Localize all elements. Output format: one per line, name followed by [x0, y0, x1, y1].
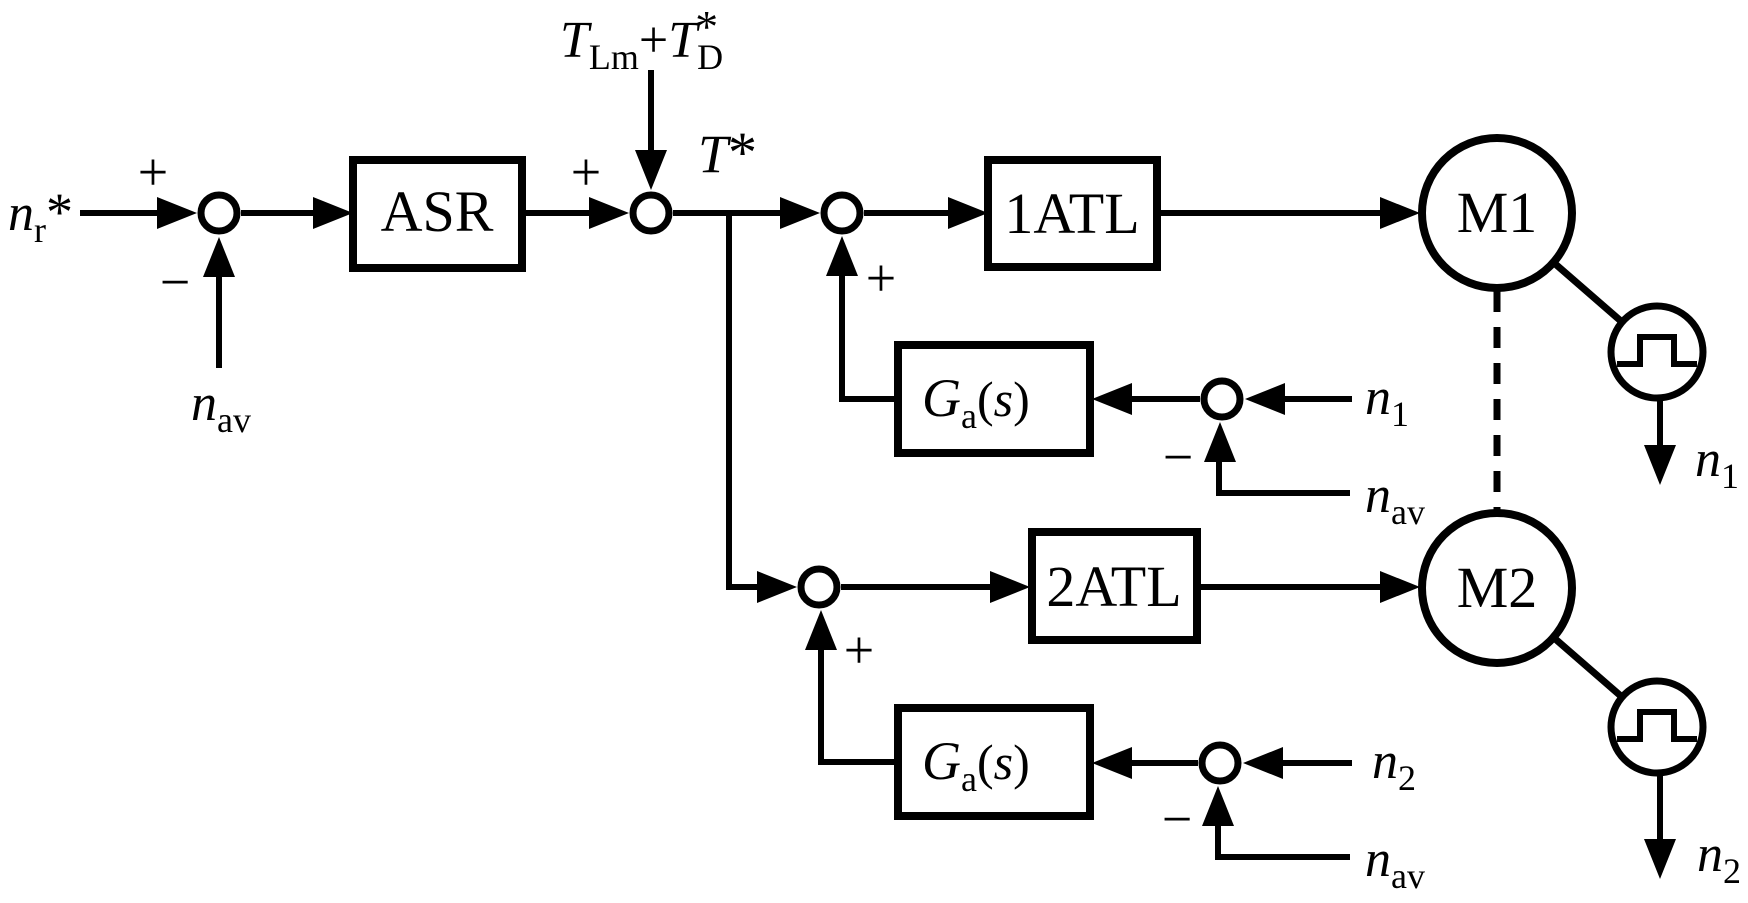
arrowhead-into-ga2-icon — [1092, 747, 1132, 779]
nav-feedback2-label: nav — [1365, 831, 1425, 896]
arrowhead-nav-into-sumf1-icon — [1204, 422, 1236, 462]
m1-to-sensor1-link — [1550, 259, 1625, 325]
nodes — [197, 134, 1707, 820]
sum1-minus-sign: − — [160, 252, 190, 312]
motor2-circle — [1418, 509, 1576, 667]
arrowhead-n2-output-icon — [1644, 839, 1676, 879]
suma1-plus-sign: + — [866, 248, 896, 308]
arrowhead-n1-into-sumf1-icon — [1245, 383, 1285, 415]
ga2-to-suma2-feedback-wire — [818, 648, 898, 765]
speed-sensor1-circle — [1607, 302, 1707, 402]
nav-feedback1-label: nav — [1365, 467, 1425, 532]
sum-junction-speed-error — [197, 191, 241, 235]
n2-feedback-label: n2 — [1372, 733, 1416, 798]
arrowhead-nav-into-sumf2-icon — [1202, 786, 1234, 826]
arrowhead-into-sum1-icon — [157, 197, 197, 229]
pulse-waveform-icon — [1617, 334, 1697, 367]
motor1-circle — [1418, 134, 1576, 292]
arrowhead-into-suma2-icon — [757, 571, 797, 603]
asr-label: ASR — [381, 179, 494, 244]
arrowhead-into-m1-icon — [1380, 197, 1420, 229]
nav-input-label: nav — [191, 375, 251, 440]
arrowhead-into-ga1-icon — [1092, 383, 1132, 415]
sum-junction-torque-ref — [629, 191, 673, 235]
arrowhead-into-suma1-icon — [780, 197, 820, 229]
sum2-plus-sign: + — [571, 142, 601, 202]
arrowhead-torque-into-sum2-icon — [635, 150, 667, 190]
atl2-label: 2ATL — [1046, 554, 1181, 619]
arrowhead-n1-output-icon — [1644, 445, 1676, 485]
sumf2-minus-sign: − — [1162, 789, 1192, 849]
arrowhead-into-asr-icon — [313, 197, 353, 229]
arrowhead-into-atl1-icon — [948, 197, 988, 229]
asr-block — [349, 156, 526, 272]
arrowhead-feedback-into-suma2-icon — [805, 610, 837, 650]
arrowheads — [157, 150, 1676, 879]
motor2-label: M2 — [1457, 555, 1538, 620]
sum1-plus-sign: + — [138, 142, 168, 202]
sum-junction-n1-error — [1200, 377, 1244, 421]
sumf1-minus-sign: − — [1163, 427, 1193, 487]
arrowhead-into-atl2-icon — [990, 571, 1030, 603]
motor1-label: M1 — [1457, 180, 1538, 245]
ga1-label: Ga(s) — [922, 368, 1030, 436]
torque-ref-label: T* — [698, 120, 757, 185]
nav-feedback1-wire — [1216, 462, 1350, 496]
speed-ref-label: nr* — [8, 182, 73, 250]
n1-output-label: n1 — [1695, 431, 1739, 496]
ga1-block — [894, 341, 1094, 457]
ga2-block — [894, 704, 1094, 820]
torque-disturbance-label: TLm+TD* — [560, 1, 723, 77]
arrowhead-n2-into-sumf2-icon — [1243, 747, 1283, 779]
ga1-to-suma1-feedback-wire — [839, 274, 898, 402]
arrowhead-nav-into-sum1-icon — [203, 237, 235, 277]
wires — [80, 70, 1663, 860]
pulse-waveform-icon — [1617, 709, 1697, 742]
suma2-plus-sign: + — [844, 620, 874, 680]
n2-output-label: n2 — [1697, 826, 1741, 891]
nav-feedback2-wire — [1215, 826, 1350, 860]
sum-junction-atl1-input — [820, 191, 864, 235]
atl1-block — [984, 156, 1161, 271]
m2-to-sensor2-link — [1550, 634, 1625, 700]
labels: nr* + − nav ASR + TLm+TD* T* + 1ATL M1 G… — [8, 1, 1741, 896]
speed-sensor2-circle — [1607, 677, 1707, 777]
arrowhead-feedback-into-suma1-icon — [826, 236, 858, 276]
n1-feedback-label: n1 — [1365, 369, 1409, 434]
atl2-block — [1028, 528, 1201, 644]
arrowhead-into-sum2-icon — [589, 197, 629, 229]
arrowhead-into-m2-icon — [1380, 571, 1420, 603]
sum-junction-n2-error — [1198, 741, 1242, 785]
sum-junction-atl2-input — [797, 565, 841, 609]
torque-ref-branch-wire — [726, 213, 762, 590]
ga2-label: Ga(s) — [922, 731, 1030, 799]
atl1-label: 1ATL — [1004, 181, 1139, 246]
